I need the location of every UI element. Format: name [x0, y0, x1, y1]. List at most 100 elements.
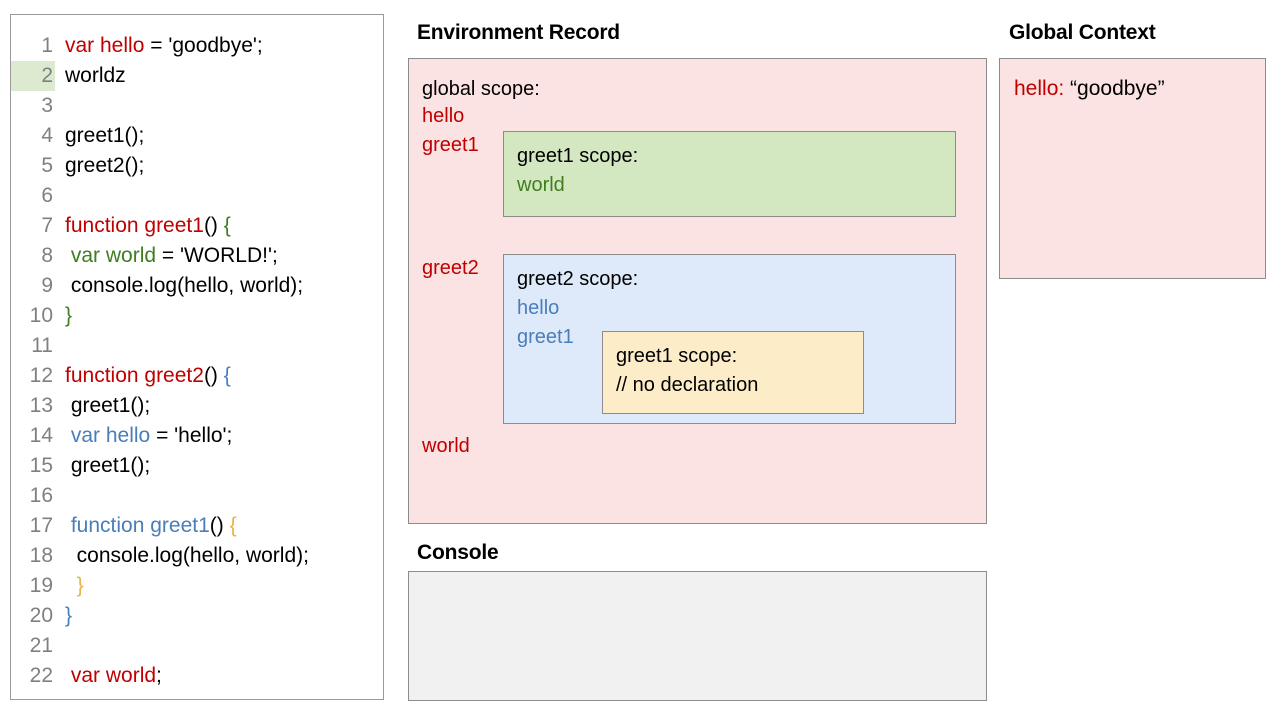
code-line-text: worldz: [55, 61, 126, 91]
code-line[interactable]: 4 greet1();: [11, 121, 383, 151]
code-token: ;: [156, 664, 162, 687]
code-token: var hello: [70, 424, 151, 447]
code-line-text: }: [55, 601, 72, 631]
code-line[interactable]: 9 console.log(hello, world);: [11, 271, 383, 301]
environment-record-panel: global scope: hello greet1 greet2 world …: [408, 58, 987, 524]
code-line-text: greet1();: [55, 121, 144, 151]
code-token: var hello: [65, 34, 145, 57]
code-line-number: 11: [31, 334, 53, 357]
code-token: (): [203, 364, 218, 387]
code-line-number: 10: [29, 304, 53, 327]
code-line[interactable]: 17 function greet1() {: [11, 511, 383, 541]
code-token: {: [229, 514, 237, 537]
code-line-number: 12: [29, 364, 53, 387]
greet2-binding-hello: hello: [517, 297, 560, 319]
code-token: {: [223, 214, 231, 237]
environment-record-heading: Environment Record: [417, 21, 620, 44]
code-token: function greet1: [65, 214, 204, 237]
code-token: }: [65, 604, 73, 627]
code-line[interactable]: 11: [11, 331, 383, 361]
code-line-number: 2: [11, 61, 55, 91]
code-line-number: 5: [41, 154, 53, 177]
code-line-number: 21: [29, 634, 53, 657]
greet1-inner-scope-label: greet1 scope:: [616, 345, 738, 367]
global-context-panel: hello: “goodbye”: [999, 58, 1266, 279]
code-line[interactable]: 21: [11, 631, 383, 661]
code-line[interactable]: 19 }: [11, 571, 383, 601]
code-token: = 'goodbye';: [144, 34, 263, 57]
code-line-text: var hello = 'hello';: [55, 421, 233, 451]
global-binding-greet2: greet2: [422, 257, 479, 279]
code-line[interactable]: 20}: [11, 601, 383, 631]
code-line-number: 4: [41, 124, 53, 147]
console-panel[interactable]: [408, 571, 987, 701]
code-line-text: function greet1() {: [55, 211, 231, 241]
code-line[interactable]: 1 var hello = 'goodbye';: [11, 31, 383, 61]
greet1-inner-scope-box: greet1 scope: // no declaration: [602, 331, 864, 414]
code-line-text: greet1();: [55, 391, 150, 421]
greet1-scope-box: greet1 scope: world: [503, 131, 956, 217]
greet1-inner-scope-comment: // no declaration: [616, 374, 759, 396]
greet2-scope-label: greet2 scope:: [517, 268, 639, 290]
global-context-heading: Global Context: [1009, 21, 1156, 44]
code-line-number: 16: [29, 484, 53, 507]
code-line-number: 14: [29, 424, 53, 447]
greet1-scope-label: greet1 scope:: [517, 145, 639, 167]
code-line-number: 1: [41, 34, 53, 57]
greet2-scope-box: greet2 scope: hello greet1 greet1 scope:…: [503, 254, 956, 424]
code-token: }: [65, 304, 73, 327]
greet2-binding-greet1: greet1: [517, 326, 574, 348]
code-line-number: 9: [41, 274, 53, 297]
code-line[interactable]: 13 greet1();: [11, 391, 383, 421]
code-line[interactable]: 16: [11, 481, 383, 511]
code-line[interactable]: 8 var world = 'WORLD!';: [11, 241, 383, 271]
code-line-text: }: [55, 571, 84, 601]
code-line-number: 6: [41, 184, 53, 207]
code-line-text: var world;: [55, 661, 162, 691]
code-token: var world: [70, 244, 157, 267]
global-context-binding: hello: “goodbye”: [1014, 74, 1165, 103]
code-line[interactable]: 3: [11, 91, 383, 121]
code-line-text: greet2();: [55, 151, 144, 181]
code-token: greet1();: [65, 124, 145, 147]
console-heading: Console: [417, 541, 499, 564]
global-binding-world: world: [422, 435, 470, 457]
code-line[interactable]: 14 var hello = 'hello';: [11, 421, 383, 451]
code-line[interactable]: 6: [11, 181, 383, 211]
code-line-text: }: [55, 301, 72, 331]
code-line[interactable]: 22 var world;: [11, 661, 383, 691]
code-line-number: 3: [41, 94, 53, 117]
code-token: function greet2: [65, 364, 204, 387]
code-line-number: 17: [29, 514, 53, 537]
code-line-number: 8: [41, 244, 53, 267]
code-line-number: 20: [29, 604, 53, 627]
code-token: console.log(hello, world);: [65, 274, 304, 297]
code-token: console.log(hello, world);: [65, 544, 309, 567]
code-line-text: var world = 'WORLD!';: [55, 241, 278, 271]
code-line[interactable]: 18 console.log(hello, world);: [11, 541, 383, 571]
code-line-text: console.log(hello, world);: [55, 541, 309, 571]
code-line[interactable]: 5 greet2();: [11, 151, 383, 181]
code-line[interactable]: 15 greet1();: [11, 451, 383, 481]
code-line-text: function greet1() {: [55, 511, 237, 541]
code-token: function greet1: [70, 514, 210, 537]
code-token: = 'hello';: [150, 424, 233, 447]
code-line-text: greet1();: [55, 451, 150, 481]
code-token: greet2();: [65, 154, 145, 177]
code-line-number: 15: [29, 454, 53, 477]
code-line[interactable]: 10}: [11, 301, 383, 331]
code-line-number: 22: [29, 664, 53, 687]
code-line-number: 18: [29, 544, 53, 567]
global-context-binding-value: “goodbye”: [1070, 77, 1165, 100]
code-line-number: 19: [29, 574, 53, 597]
global-scope-label: global scope:: [422, 78, 540, 100]
code-token: (): [203, 214, 224, 237]
code-line-number: 13: [29, 394, 53, 417]
code-line-number: 7: [41, 214, 53, 237]
code-token: greet1();: [65, 454, 151, 477]
